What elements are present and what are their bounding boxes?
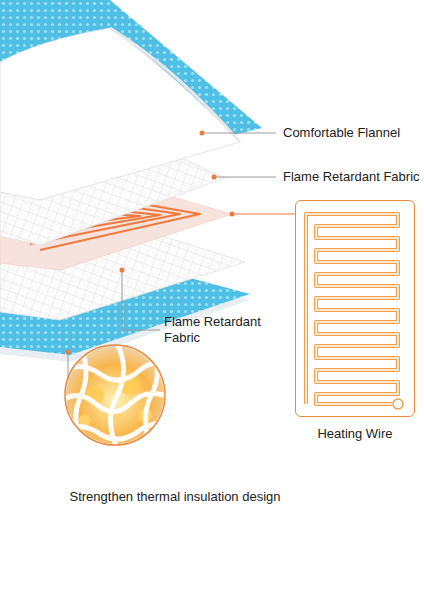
part-label: Comfortable Flannel [283,125,421,141]
heating-wire-box: Heating Wire [295,200,415,445]
part-label: Flame Retardant Fabric [164,314,264,346]
leader-line [232,213,295,214]
part-label: Flame Retardant Fabric [283,169,421,185]
box-outline [295,200,415,417]
peel-layer [0,28,240,200]
circle-outline [15,344,335,514]
node-text: Heating Wire [295,426,415,442]
insulation-closeup [60,340,175,450]
insulation-circle: Strengthen thermal insulation design [15,344,335,514]
heating-wire-drawing [306,214,398,404]
leader-line [68,133,276,380]
node-text: Strengthen thermal insulation design [15,489,335,505]
